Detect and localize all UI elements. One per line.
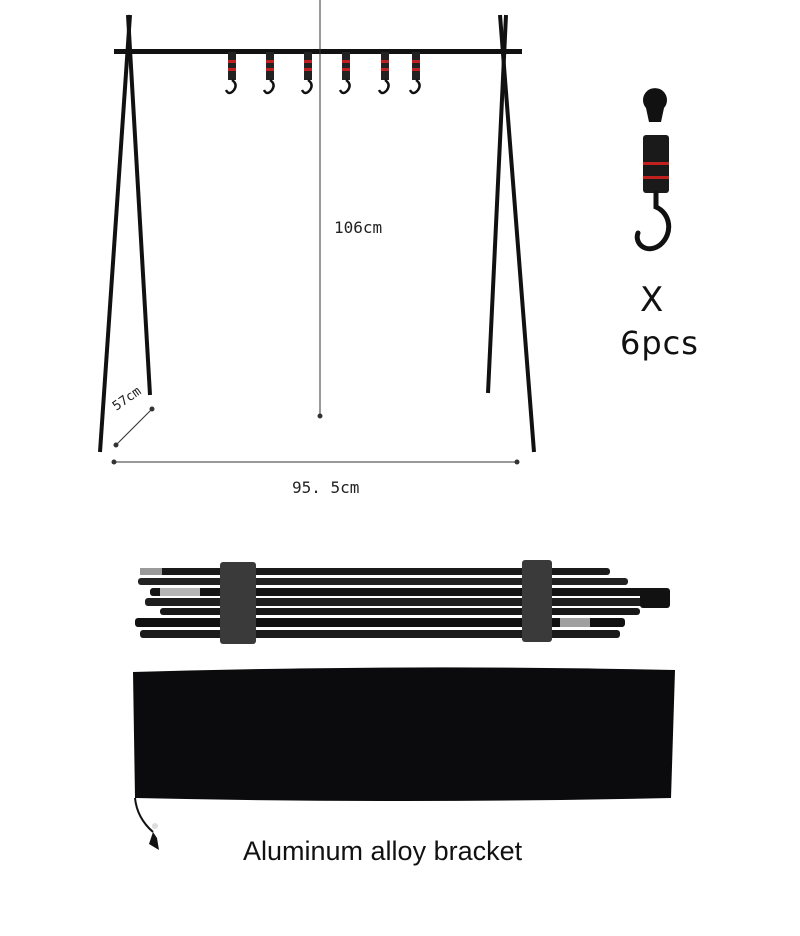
height-label: 106cm [334,218,383,237]
strap-right [522,560,552,642]
strap-left [220,562,256,644]
depth-dimension-line [115,408,153,446]
right-leg-front [498,14,536,453]
hanging-rack-illustration [98,0,672,465]
hook-detail-icon [634,88,672,252]
quantity-multiplier: X [640,280,664,320]
left-leg-front [98,14,132,453]
storage-bag-illustration [133,667,675,850]
product-caption: Aluminum alloy bracket [243,836,523,866]
crossbar [114,49,522,54]
folded-poles-illustration [135,560,670,644]
width-label: 95. 5cm [292,478,360,497]
crossbar-hooks [224,52,421,95]
left-leg-back [126,14,152,396]
hook-count: 6pcs [620,324,699,362]
